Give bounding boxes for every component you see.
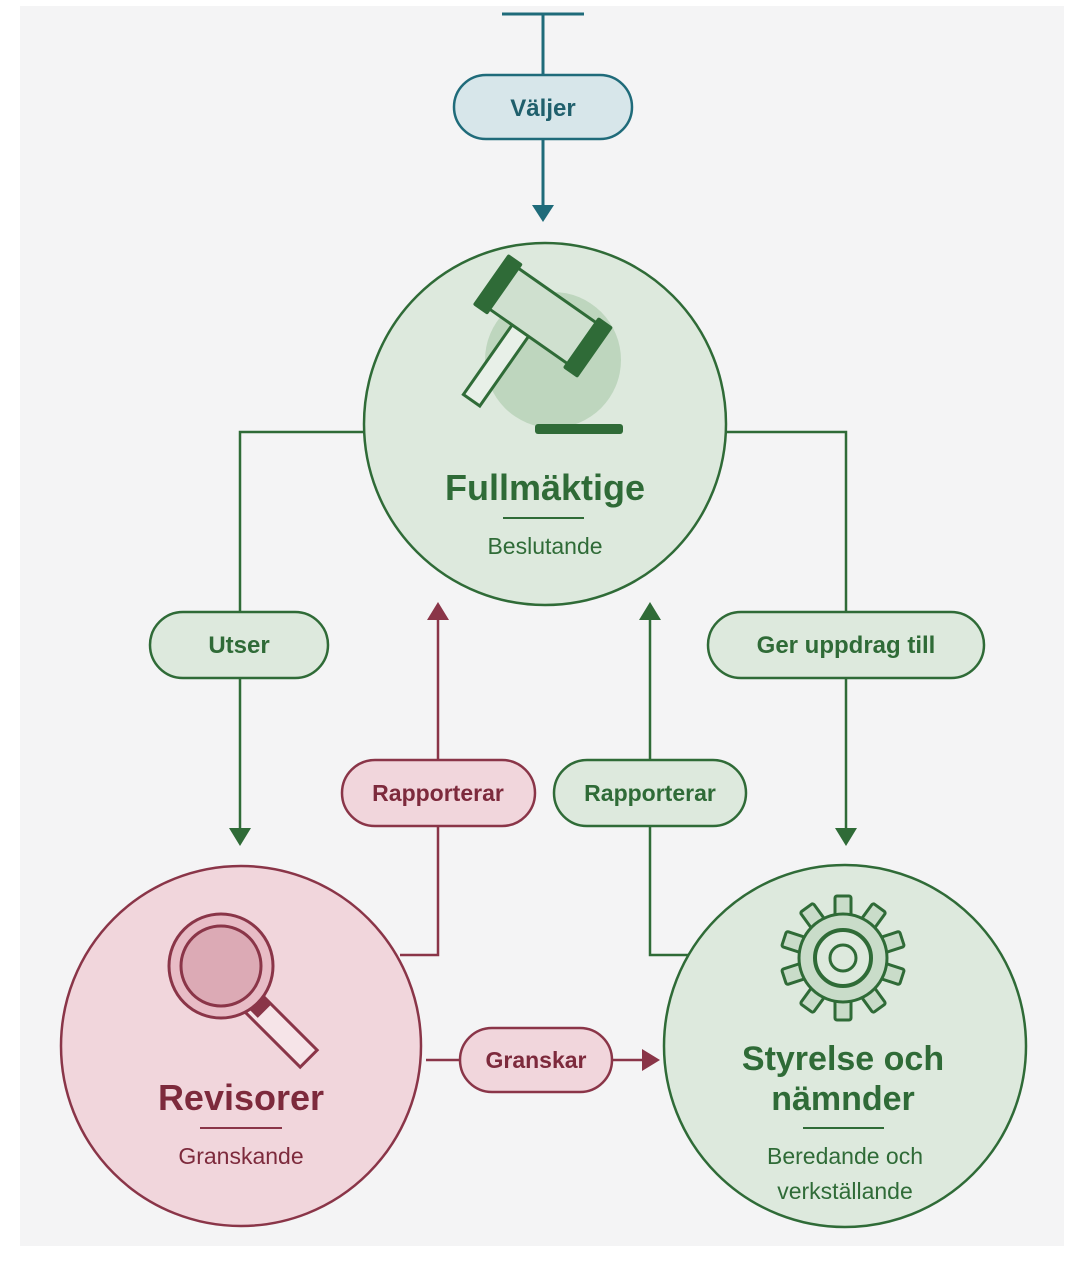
rapporterar-red-connector [400,602,449,957]
granskar-connector [426,1049,660,1071]
styrelse-title-line1: Styrelse och [742,1040,944,1078]
gavel-icon [461,254,623,434]
ger-uppdrag-label: Ger uppdrag till [757,632,936,659]
top-connector [502,12,584,222]
gear-icon [780,894,906,1022]
revisorer-title: Revisorer [158,1077,324,1118]
magnifying-glass-icon [167,912,320,1070]
ger-uppdrag-pill: Ger uppdrag till [706,610,986,680]
revisorer-subtitle: Granskande [178,1143,303,1169]
fullmaktige-title: Fullmäktige [445,467,645,508]
styrelse-subtitle-line1: Beredande och [767,1143,923,1169]
rapporterar-green-label: Rapporterar [584,780,716,806]
arrow-up-icon [639,602,661,620]
valjer-label: Väljer [510,95,575,122]
rapporterar-red-label: Rapporterar [372,780,504,806]
arrow-up-icon [427,602,449,620]
arrow-down-icon [532,205,554,222]
node-revisorer: Revisorer Granskande [59,864,423,1228]
rapporterar-green-connector [639,602,700,957]
rapporterar-green-pill: Rapporterar [552,758,748,828]
node-fullmaktige: Fullmäktige Beslutande [362,241,728,607]
styrelse-title-line2: nämnder [771,1080,915,1118]
utser-pill: Utser [148,610,330,680]
node-styrelse: Styrelse och nämnder Beredande och verks… [662,863,1028,1229]
utser-connector [229,430,364,846]
fullmaktige-subtitle: Beslutande [487,533,602,559]
utser-label: Utser [208,632,269,659]
ger-uppdrag-connector [726,430,857,846]
rapporterar-red-pill: Rapporterar [340,758,537,828]
granskar-pill: Granskar [458,1026,614,1094]
styrelse-subtitle-line2: verkställande [777,1178,913,1204]
arrow-down-icon [835,828,857,846]
arrow-right-icon [642,1049,660,1071]
granskar-label: Granskar [485,1047,586,1073]
arrow-down-icon [229,828,251,846]
valjer-pill: Väljer [452,73,634,141]
